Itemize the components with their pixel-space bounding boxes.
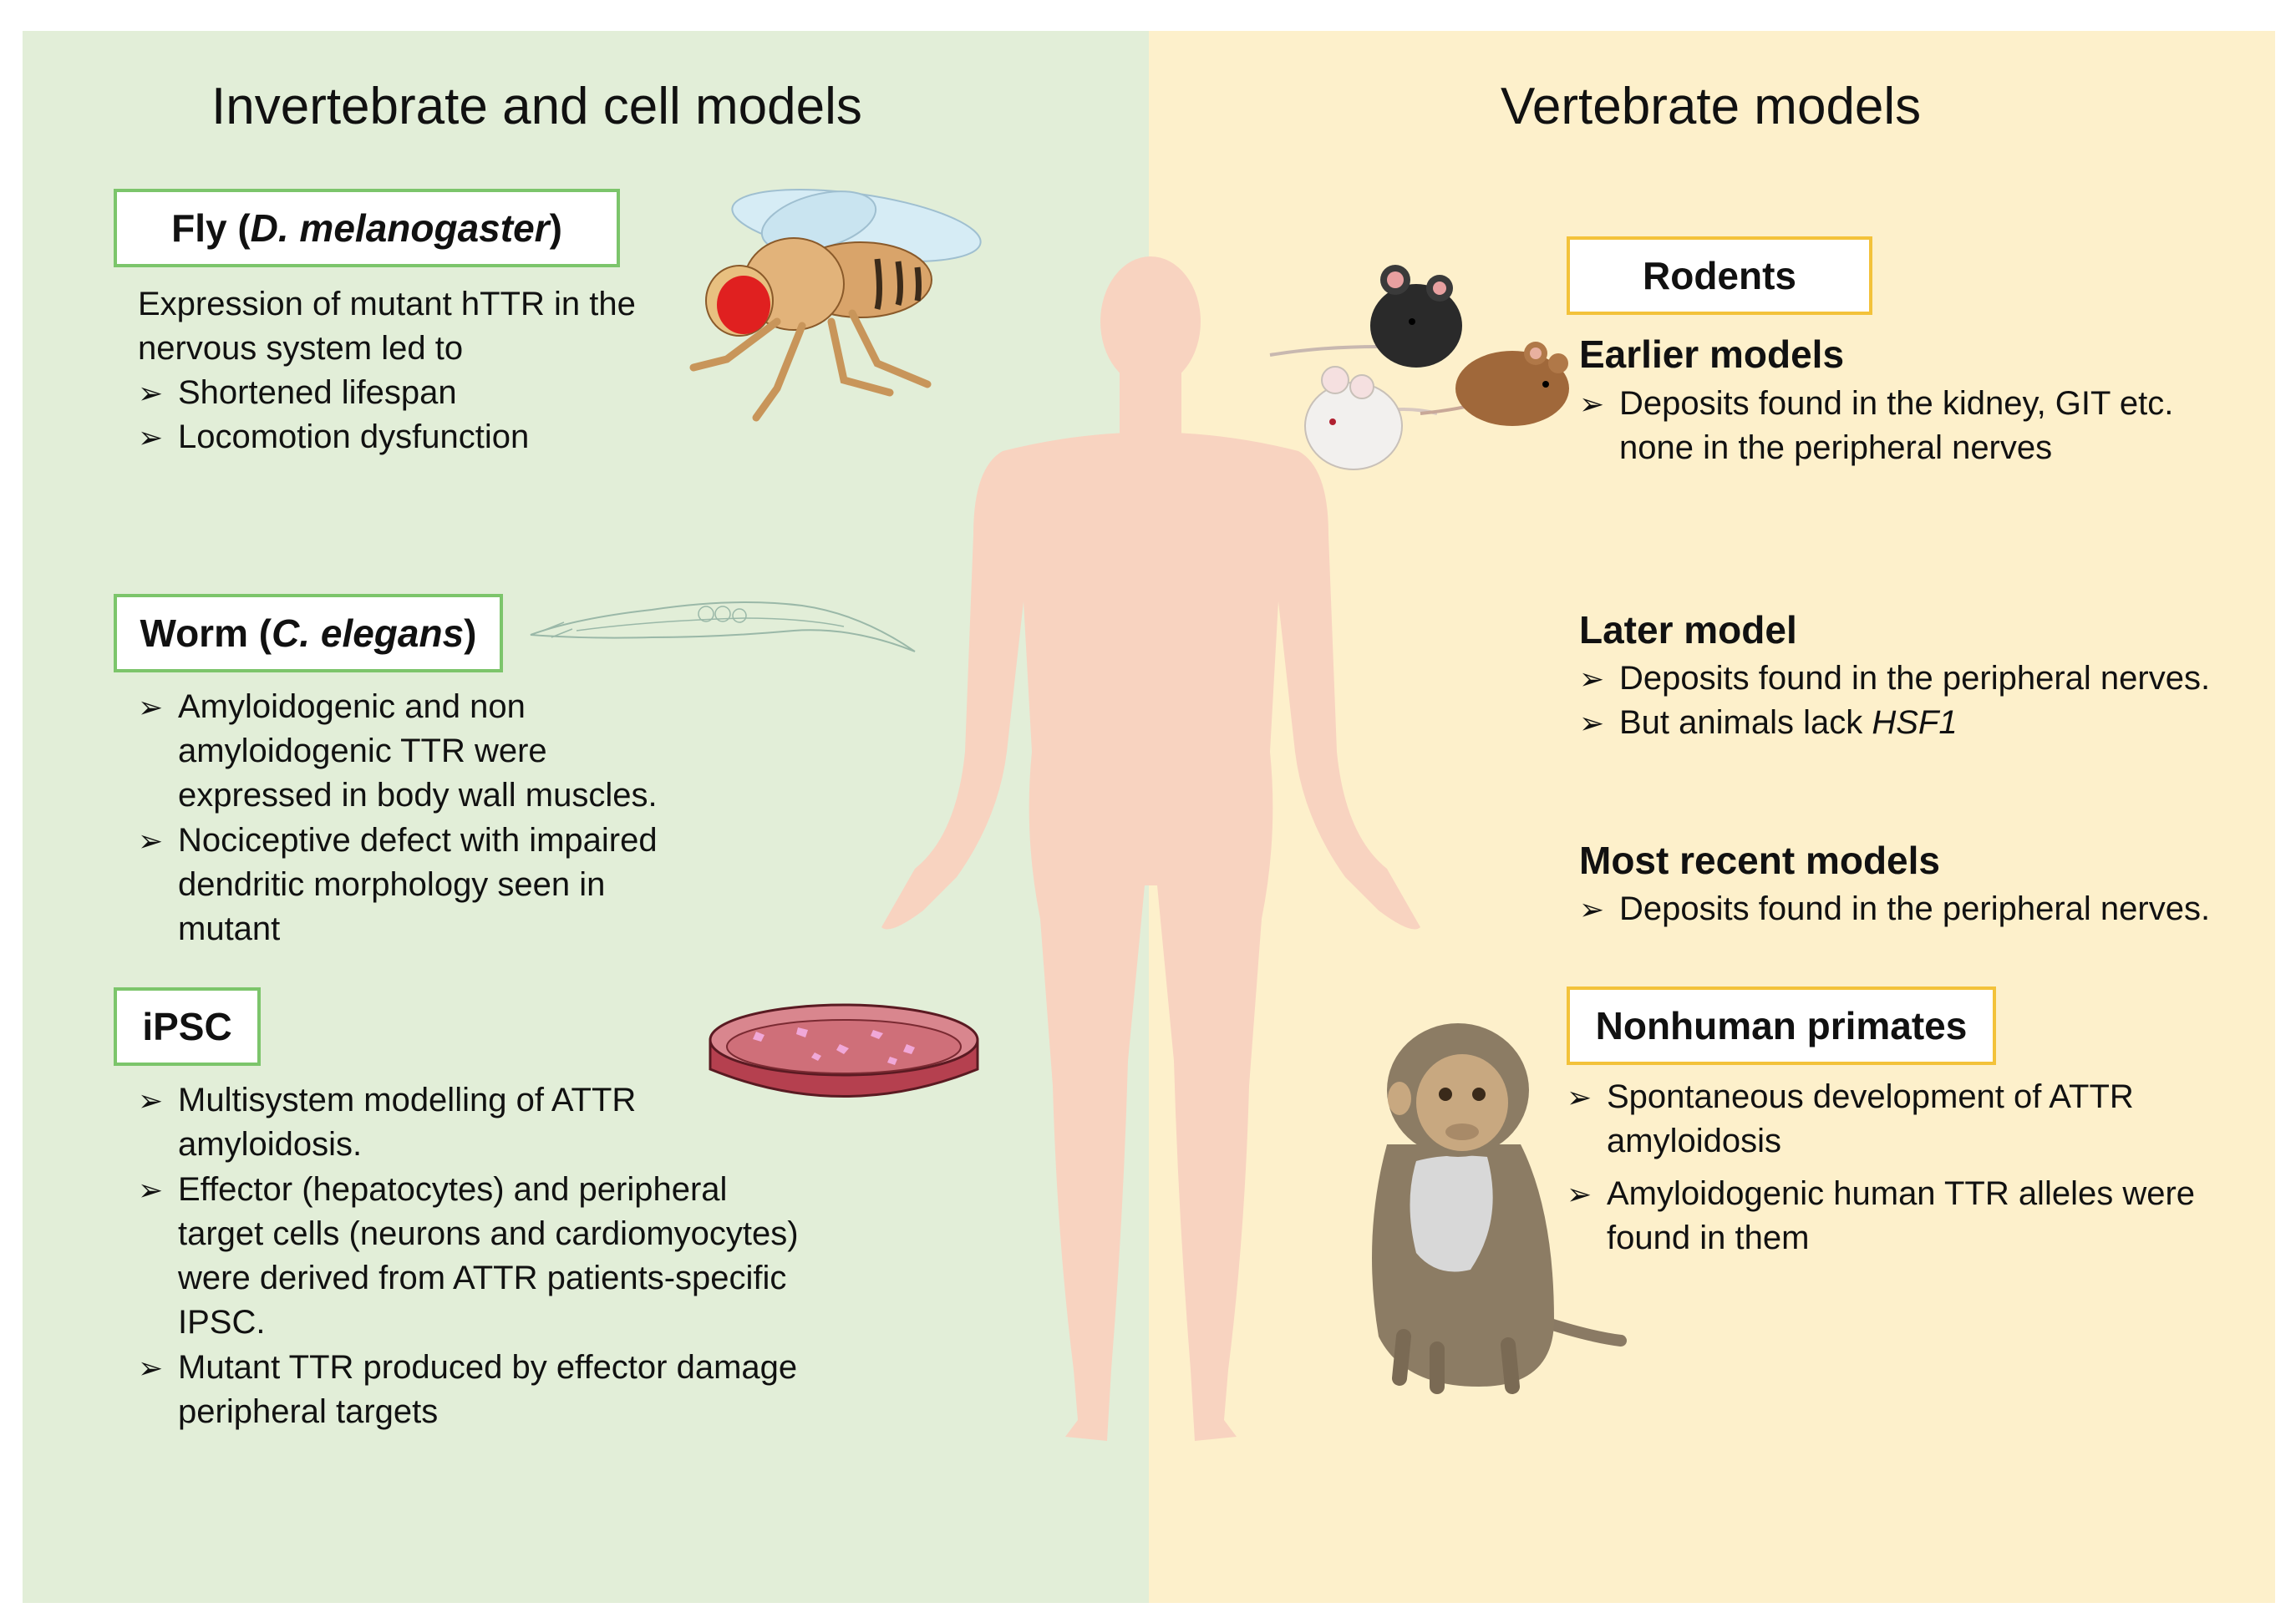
fly-intro: Expression of mutant hTTR in the nervous… [138, 282, 636, 371]
bullet-text: Deposits found in the peripheral nerves. [1619, 890, 2211, 927]
bullet-arrow-icon: ➢ [138, 690, 164, 724]
petri-dish-icon [709, 1003, 979, 1098]
primates-bullet: ➢ Amyloidogenic human TTR alleles were f… [1567, 1172, 2195, 1260]
mice-icon [1269, 265, 1569, 470]
bullet-text: were derived from ATTR patients-specific [178, 1260, 787, 1296]
bullet-text: Nociceptive defect with impaired [178, 822, 658, 859]
gene-name: HSF1 [1872, 704, 1958, 741]
bullet-text: target cells (neurons and cardiomyocytes… [178, 1215, 799, 1252]
ipsc-bullet: ➢ Multisystem modelling of ATTR amyloido… [138, 1078, 636, 1167]
bullet-text: mutant [178, 910, 281, 947]
ipsc-bullet: ➢ Mutant TTR produced by effector damage… [138, 1346, 797, 1434]
bullet-text: expressed in body wall muscles. [178, 777, 658, 814]
bullet-text: Amyloidogenic and non [178, 688, 526, 725]
bullet-text: Deposits found in the peripheral nerves. [1619, 660, 2211, 697]
bullet-text: IPSC. [178, 1304, 266, 1341]
bullet-arrow-icon: ➢ [1567, 1080, 1592, 1114]
recent-models-bullet: ➢ Deposits found in the peripheral nerves… [1579, 887, 2210, 931]
rodents-title: Rodents [1643, 254, 1796, 297]
primates-title: Nonhuman primates [1595, 1004, 1968, 1047]
bullet-arrow-icon: ➢ [1579, 706, 1605, 740]
bullet-text: But animals lack [1619, 704, 1872, 741]
rodents-title-box: Rodents [1567, 236, 1872, 315]
fly-title-box: Fly (D. melanogaster) [114, 189, 620, 267]
earlier-models-bullet: ➢ Deposits found in the kidney, GIT etc.… [1579, 382, 2173, 470]
later-model-bullet: ➢ But animals lack HSF1 [1579, 701, 1958, 745]
worm-species: C. elegans [272, 611, 465, 655]
worm-bullet: ➢ Amyloidogenic and non amyloidogenic TT… [138, 685, 658, 818]
bullet-text: Effector (hepatocytes) and peripheral [178, 1171, 728, 1208]
bullet-arrow-icon: ➢ [138, 1083, 164, 1118]
later-model-bullet: ➢ Deposits found in the peripheral nerves… [1579, 657, 2210, 701]
fly-title-suffix: ) [549, 206, 562, 250]
bullet-text: Multisystem modelling of ATTR [178, 1082, 637, 1118]
bullet-text: peripheral targets [178, 1393, 439, 1430]
ipsc-title: iPSC [142, 1005, 232, 1048]
primates-title-box: Nonhuman primates [1567, 986, 1996, 1065]
fly-species: D. melanogaster [250, 206, 550, 250]
bullet-arrow-icon: ➢ [138, 1173, 164, 1207]
bullet-text: Shortened lifespan [178, 374, 457, 411]
invertebrate-heading: Invertebrate and cell models [211, 78, 862, 135]
fly-icon [689, 188, 982, 422]
vertebrate-heading: Vertebrate models [1501, 78, 1922, 135]
bullet-arrow-icon: ➢ [1579, 662, 1605, 696]
bullet-text: found in them [1607, 1220, 1810, 1256]
bullet-text: amyloidogenic TTR were [178, 733, 547, 769]
bullet-text: Locomotion dysfunction [178, 418, 530, 455]
bullet-arrow-icon: ➢ [1579, 387, 1605, 421]
primates-bullet: ➢ Spontaneous development of ATTR amyloi… [1567, 1075, 2134, 1164]
bullet-arrow-icon: ➢ [138, 420, 164, 454]
worm-title-box: Worm (C. elegans) [114, 594, 503, 672]
earlier-models-title: Earlier models [1579, 332, 1845, 376]
bullet-text: Amyloidogenic human TTR alleles were [1607, 1175, 2196, 1212]
bullet-arrow-icon: ➢ [1579, 892, 1605, 926]
bullet-arrow-icon: ➢ [138, 1351, 164, 1385]
recent-models-title: Most recent models [1579, 839, 1940, 882]
bullet-text: none in the peripheral nerves [1619, 429, 2053, 466]
worm-icon [530, 601, 916, 652]
worm-bullet: ➢ Nociceptive defect with impaired dendr… [138, 819, 658, 951]
fly-intro-line: nervous system led to [138, 330, 464, 367]
worm-title-prefix: Worm ( [140, 611, 272, 655]
bullet-text: dendritic morphology seen in [178, 866, 606, 903]
bullet-text: Deposits found in the kidney, GIT etc. [1619, 385, 2174, 422]
later-model-title: Later model [1579, 608, 1797, 652]
bullet-arrow-icon: ➢ [138, 376, 164, 410]
ipsc-bullet: ➢ Effector (hepatocytes) and peripheral … [138, 1168, 799, 1345]
bullet-arrow-icon: ➢ [1567, 1177, 1592, 1211]
fly-title-prefix: Fly ( [171, 206, 251, 250]
bullet-text: Spontaneous development of ATTR [1607, 1078, 2134, 1115]
bullet-arrow-icon: ➢ [138, 824, 164, 858]
bullet-text: amyloidosis [1607, 1123, 1781, 1159]
fly-intro-line: Expression of mutant hTTR in the [138, 286, 636, 322]
fly-bullet: ➢ Locomotion dysfunction [138, 415, 529, 459]
bullet-text: Mutant TTR produced by effector damage [178, 1349, 798, 1386]
monkey-icon [1372, 1023, 1627, 1394]
bullet-text: amyloidosis. [178, 1126, 363, 1163]
fly-bullet: ➢ Shortened lifespan [138, 371, 457, 415]
ipsc-title-box: iPSC [114, 987, 261, 1066]
worm-title-suffix: ) [464, 611, 477, 655]
